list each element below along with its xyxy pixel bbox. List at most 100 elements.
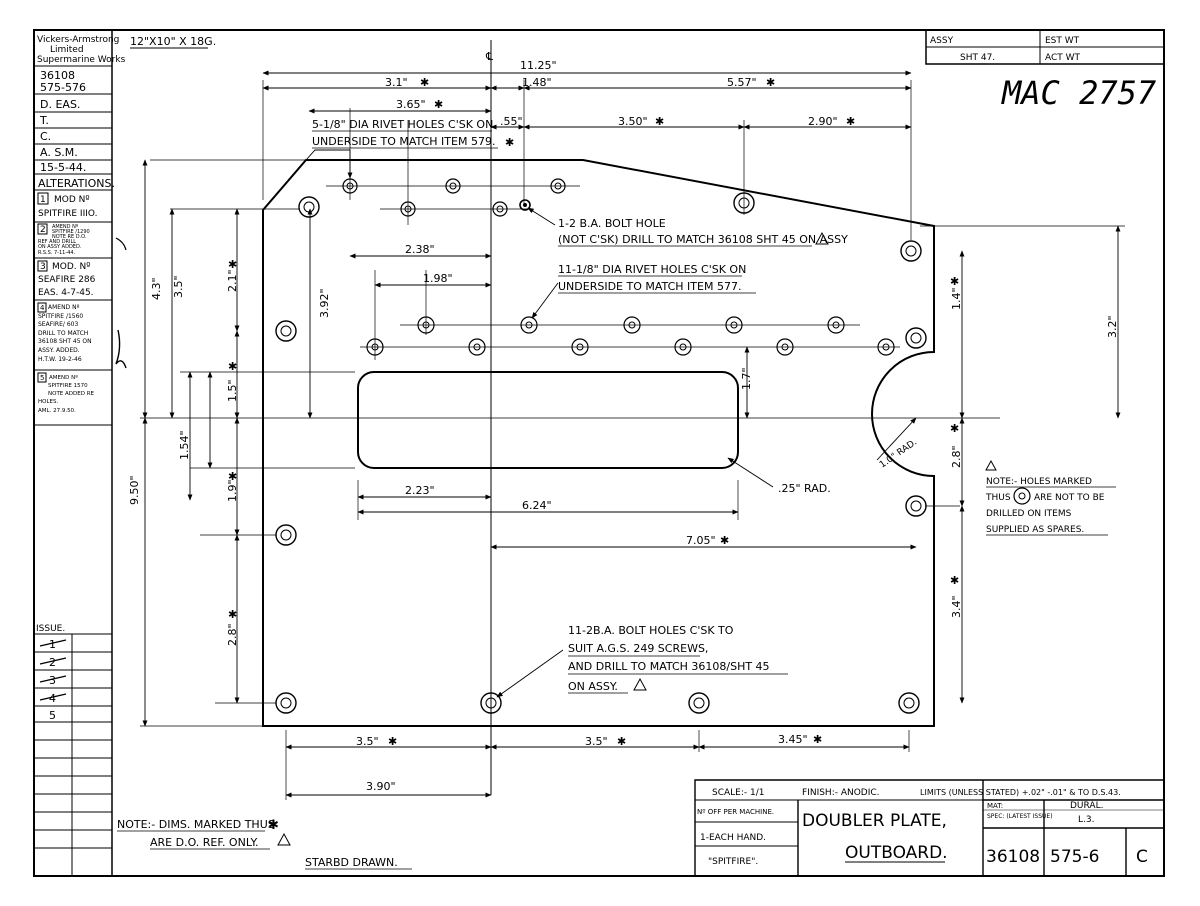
sidebar-date: 15-5-44.: [40, 161, 86, 174]
alteration-2-line-1: AMEND Nº: [52, 224, 79, 230]
ref-star: ✱: [655, 115, 664, 128]
per-machine-label: Nº OFF PER MACHINE.: [697, 808, 774, 816]
spares-note-5: SUPPLIED AS SPARES.: [986, 525, 1084, 535]
dim-v-2-8-right: 2.8": [950, 445, 963, 468]
issue-strike: [39, 693, 67, 701]
alteration-2-line-6: R.S.S. 7-11-44.: [38, 250, 76, 256]
bolt-hole: [688, 692, 710, 714]
dim-v-1-4: 1.4": [950, 287, 963, 310]
traced-by: T.: [39, 114, 49, 127]
bolt-hole: [275, 524, 297, 546]
alteration-5-line-4: HOLES.: [38, 399, 58, 405]
ref-star: ✱: [228, 608, 237, 621]
dim-3-45: 3.45": [778, 733, 808, 746]
alteration-5-no: 5: [40, 374, 44, 382]
callout-bolts-bottom-3: AND DRILL TO MATCH 36108/SHT 45: [568, 660, 770, 673]
plate-cutout: [357, 371, 739, 469]
company-line-1: Vickers-Armstrong: [37, 35, 119, 45]
checked-by: C.: [40, 130, 51, 143]
ref-triangle-icon: [815, 231, 829, 245]
drawn-by: D. EAS.: [40, 98, 80, 111]
bolt-hole: [905, 327, 927, 349]
ref-star: ✱: [268, 818, 279, 833]
dim-overall-width: 11.25": [520, 59, 557, 72]
ref-star: ✱: [420, 76, 429, 89]
issue-5: 5: [49, 709, 56, 722]
dim-v-2-8: 2.8": [226, 623, 239, 646]
issue-4: 4: [49, 692, 56, 705]
alteration-2-line-4: REF AND DRILL: [38, 239, 76, 245]
bolt-hole: [298, 196, 320, 218]
finish: FINISH:- ANODIC.: [802, 788, 880, 798]
callout-bolts-bottom-2: SUIT A.G.S. 249 SCREWS,: [568, 642, 708, 655]
ref-star: ✱: [950, 275, 959, 288]
ref-star: ✱: [766, 76, 775, 89]
callout-rivets-top-1: 5-1/8" DIA RIVET HOLES C'SK ON: [312, 118, 493, 131]
bolt-hole: [905, 495, 927, 517]
dim-3-1: 3.1": [385, 76, 408, 89]
bolt-hole: [900, 240, 922, 262]
spares-hole-icon: [1013, 487, 1031, 505]
dims-note-2: ARE D.O. REF. ONLY.: [150, 836, 258, 849]
alteration-4-line-3: SEAFIRE/ 603: [38, 321, 78, 328]
alteration-3-line-1: MOD. Nº: [52, 262, 90, 272]
mat: DURAL.: [1070, 801, 1103, 811]
callout-bolt-hole-1: 1-2 B.A. BOLT HOLE: [558, 217, 666, 230]
dim-v-3-2: 3.2": [1106, 315, 1119, 338]
approved-by: A. S.M.: [40, 146, 78, 159]
dim-3-5-left: 3.5": [356, 735, 379, 748]
bolt-hole: [275, 692, 297, 714]
alteration-4-line-4: DRILL TO MATCH: [38, 330, 88, 337]
alteration-5-line-3: NOTE ADDED RE: [48, 391, 95, 397]
centre-line-mark: ℄: [485, 50, 493, 63]
sidebar-drawing-no: 36108: [40, 69, 75, 82]
plate-outline: [262, 159, 935, 727]
per-machine: 1-EACH HAND.: [700, 833, 766, 843]
ref-star: ✱: [720, 534, 729, 547]
dim-v-1-5: 1.5": [226, 379, 239, 402]
dim-1-98: 1.98": [423, 272, 453, 285]
issue-label: ISSUE.: [36, 624, 65, 634]
spares-note-1: NOTE:- HOLES MARKED: [986, 477, 1092, 487]
alteration-4-line-7: H.T.W. 19-2-46: [38, 356, 82, 363]
assy-label: ASSY: [930, 36, 954, 46]
alteration-2-no: 2: [40, 225, 46, 235]
alteration-1-line-2: SPITFIRE IIIO.: [38, 209, 97, 219]
alteration-2-line-2: SPITFIRE /1290: [52, 229, 90, 235]
dim-v-1-54: 1.54": [178, 430, 191, 460]
callout-rivets-mid-1: 11-1/8" DIA RIVET HOLES C'SK ON: [558, 263, 746, 276]
assy-box: [925, 30, 1164, 65]
dim-v-1-9: 1.9": [226, 479, 239, 502]
issue-2: 2: [49, 656, 56, 669]
alteration-1-line-1: MOD Nº: [54, 195, 90, 205]
bolt-hole: [275, 320, 297, 342]
sidebar-sheets: 575-576: [40, 81, 86, 94]
dim-55: .55": [500, 115, 523, 128]
spares-note-4: DRILLED ON ITEMS: [986, 509, 1072, 519]
dim-3-65: 3.65": [396, 98, 426, 111]
ref-triangle-icon: [633, 677, 647, 691]
alteration-1-no: 1: [40, 195, 46, 205]
est-wt-label: EST WT: [1045, 36, 1080, 46]
issue-strike: [39, 675, 67, 683]
ref-star: ✱: [813, 733, 822, 746]
margin-initials-scribble: [115, 329, 127, 369]
dim-1-48: 1.48": [522, 76, 552, 89]
dims-note-1: NOTE:- DIMS. MARKED THUS: [117, 818, 275, 831]
alteration-4-line-6: ASSY. ADDED.: [38, 347, 80, 354]
alteration-3-line-2: SEAFIRE 286: [38, 275, 96, 285]
bolt-hole: [898, 692, 920, 714]
alterations-label: ALTERATIONS.: [38, 177, 115, 190]
ref-star: ✱: [434, 98, 443, 111]
ref-star: ✱: [950, 574, 959, 587]
dim-v-9-50: 9.50": [128, 475, 141, 505]
aircraft: "SPITFIRE".: [708, 857, 758, 867]
alteration-5-line-2: SPITFIRE 1570: [48, 383, 88, 389]
alteration-5-line-1: AMEND Nº: [49, 374, 78, 381]
alteration-2-line-5: ON ASSY ADDED.: [38, 244, 82, 250]
dim-v-1-7: 1.7": [740, 367, 753, 390]
ref-star: ✱: [505, 136, 514, 149]
alteration-3-line-3: EAS. 4-7-45.: [38, 288, 94, 298]
bolt-hole: [480, 692, 502, 714]
alteration-2-line-3: NOTE RE D.O.: [52, 234, 87, 240]
